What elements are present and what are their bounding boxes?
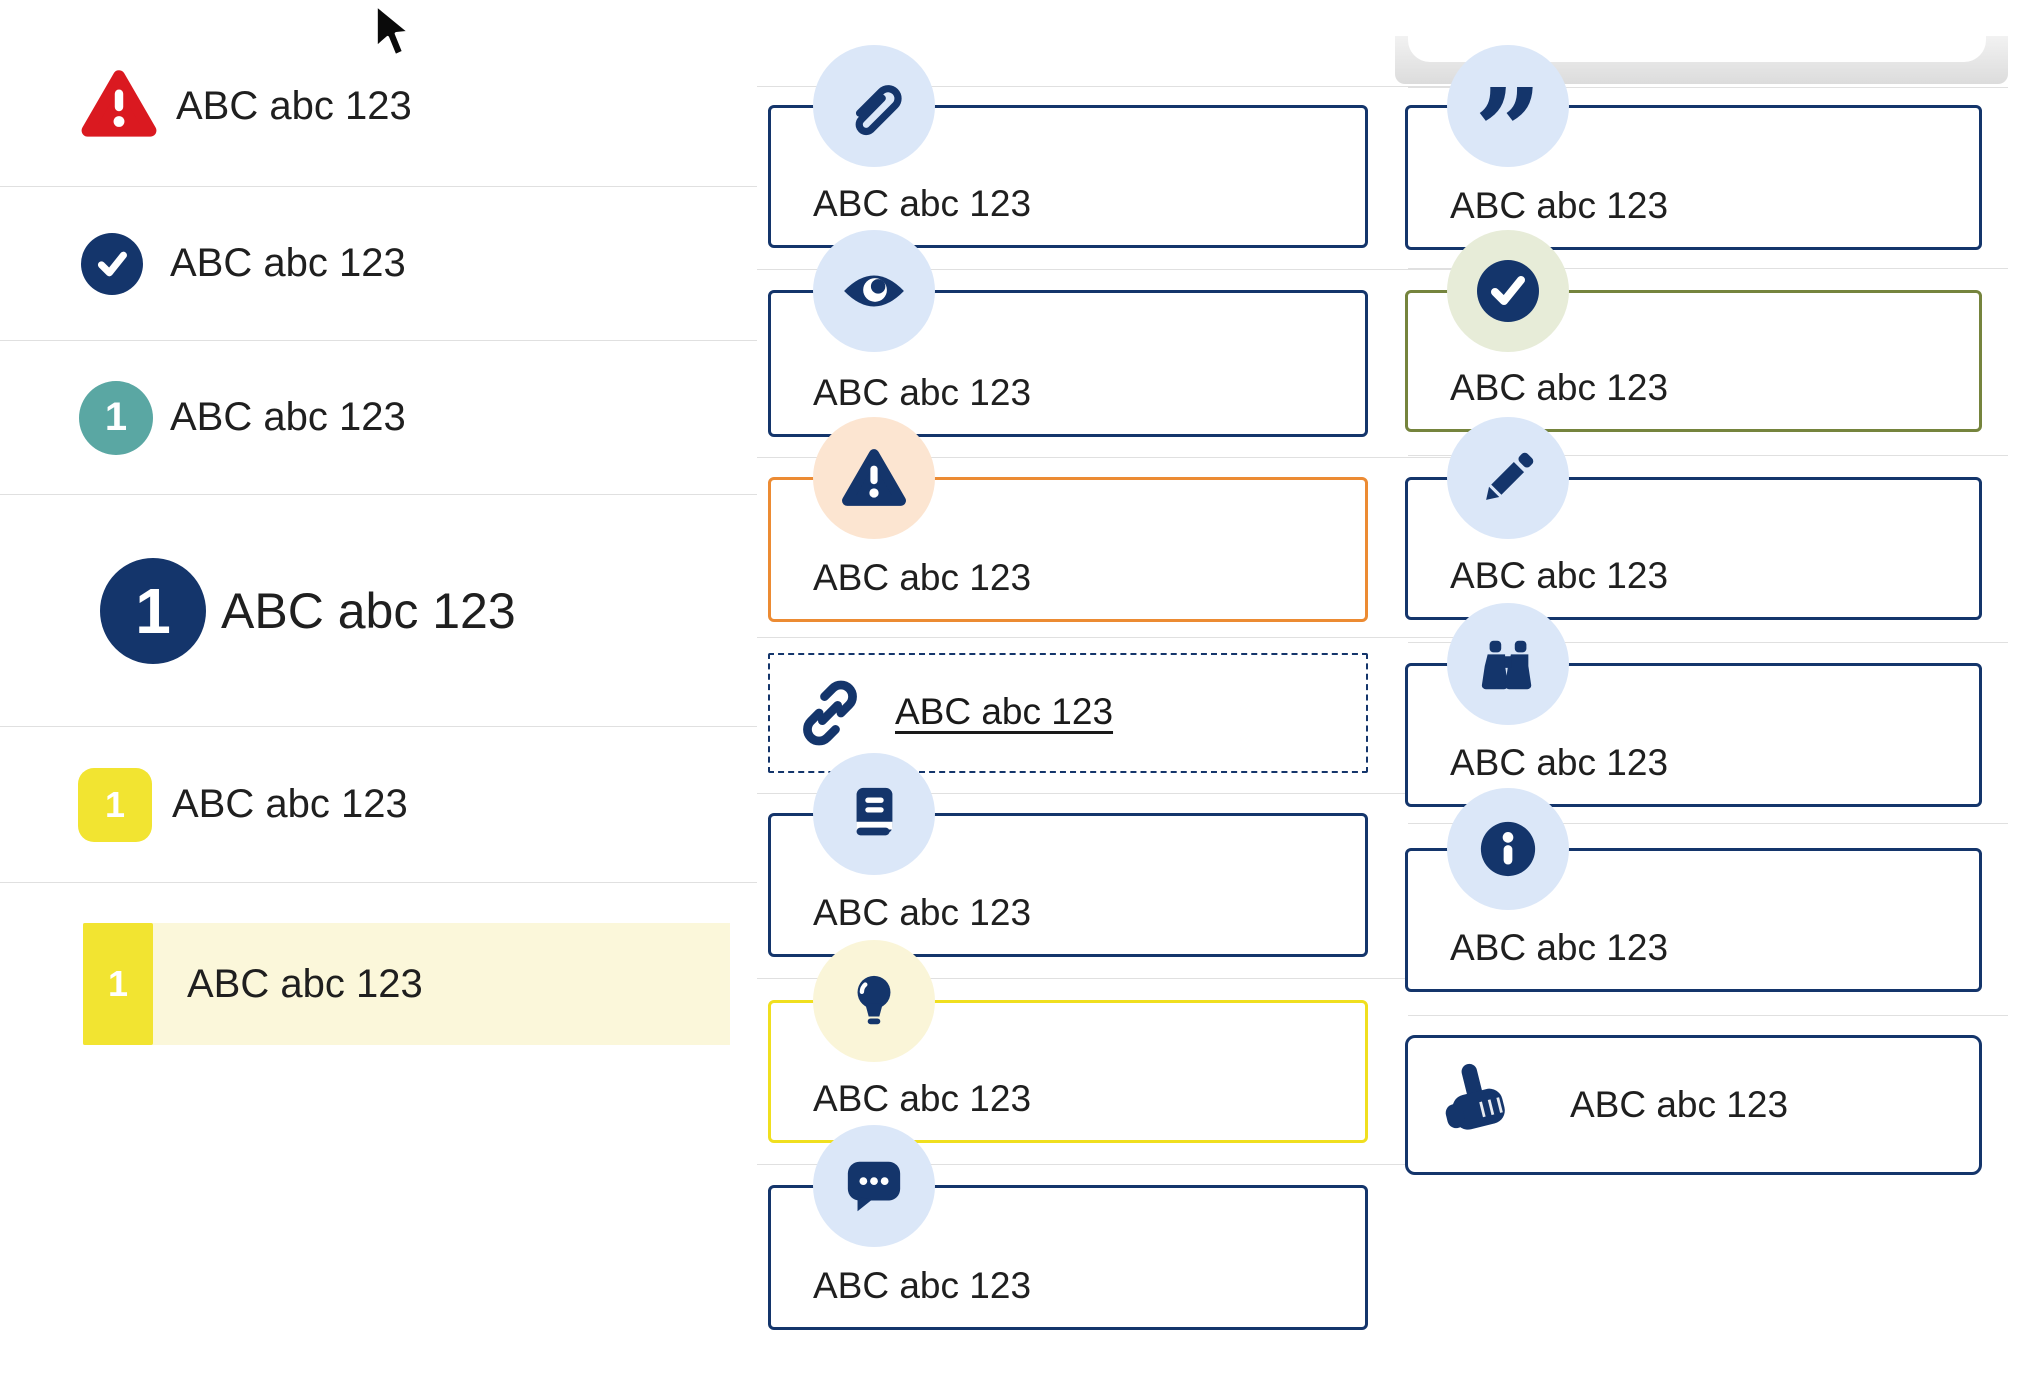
list-item-label: ABC abc 123 <box>172 782 408 826</box>
callout-label: ABC abc 123 <box>1450 927 1669 968</box>
callout-card-tip: ABC abc 123 <box>768 940 1368 1143</box>
row-divider <box>1408 455 2008 456</box>
list-item-label: ABC abc 123 <box>170 241 406 285</box>
callout-card-watch: ABC abc 123 <box>768 230 1368 437</box>
callout-card-attachment: ABC abc 123 <box>768 45 1368 248</box>
list-item-label: ABC abc 123 <box>221 582 516 639</box>
row-divider <box>1408 823 2008 824</box>
hand-pointer-icon <box>1436 1061 1516 1150</box>
callout-label: ABC abc 123 <box>1450 185 1669 226</box>
callout-label: ABC abc 123 <box>813 557 1032 598</box>
number-badge: 1 <box>83 923 153 1045</box>
number-badge: 1 <box>78 767 152 842</box>
callout-card-edit: ABC abc 123 <box>1405 417 1982 620</box>
row-divider <box>757 978 1470 979</box>
callout-card-action[interactable]: ABC abc 123 <box>1405 1035 1982 1175</box>
list-item-step-yellow-highlighted[interactable]: 1 ABC abc 123 <box>0 883 757 1095</box>
list-item-label: ABC abc 123 <box>187 961 423 1006</box>
highlighted-row-background: 1 ABC abc 123 <box>83 923 730 1045</box>
number-badge: 1 <box>100 557 206 664</box>
row-divider <box>1408 87 2008 88</box>
callout-label: ABC abc 123 <box>813 1078 1032 1119</box>
info-circle-icon <box>1447 788 1569 910</box>
callout-card-discussion: ABC abc 123 <box>768 1125 1368 1330</box>
link-icon <box>795 678 865 753</box>
callout-card-warning: ABC abc 123 <box>768 417 1368 622</box>
callout-label: ABC abc 123 <box>813 183 1032 224</box>
row-divider <box>1408 1015 2008 1016</box>
callout-card-success: ABC abc 123 <box>1405 230 1982 432</box>
paperclip-icon <box>813 45 935 167</box>
warning-triangle-icon <box>813 417 935 539</box>
callout-label: ABC abc 123 <box>813 1265 1032 1306</box>
callout-label: ABC abc 123 <box>1450 742 1669 783</box>
book-icon <box>813 753 935 875</box>
number-badge: 1 <box>79 380 153 455</box>
list-item-success: ABC abc 123 <box>0 187 757 341</box>
row-divider <box>1408 268 2008 269</box>
callout-label: ABC abc 123 <box>1570 1084 1789 1125</box>
quote-icon: ” <box>1447 45 1569 191</box>
callout-label: ABC abc 123 <box>813 372 1032 413</box>
check-circle-icon <box>1447 230 1569 352</box>
check-circle-icon <box>81 232 143 295</box>
callout-card-quote: ” ABC abc 123 <box>1405 45 1982 250</box>
row-divider <box>757 637 1470 638</box>
callout-card-reference: ABC abc 123 <box>768 753 1368 957</box>
eye-icon <box>813 230 935 352</box>
lightbulb-icon <box>813 940 935 1062</box>
list-item-label: ABC abc 123 <box>176 83 412 128</box>
mouse-cursor-icon <box>372 2 418 69</box>
list-item-step-large: 1 ABC abc 123 <box>0 495 757 727</box>
callout-label: ABC abc 123 <box>1450 555 1669 596</box>
pencil-icon <box>1447 417 1569 539</box>
row-divider <box>1408 642 2008 643</box>
row-divider <box>757 86 1470 87</box>
callout-card-info: ABC abc 123 <box>1405 788 1982 992</box>
callout-label: ABC abc 123 <box>1450 367 1669 408</box>
list-item-label: ABC abc 123 <box>170 395 406 439</box>
warning-triangle-icon <box>80 69 158 144</box>
row-divider <box>757 1164 1470 1165</box>
callout-label: ABC abc 123 <box>813 892 1032 933</box>
list-item-step-yellow: 1 ABC abc 123 <box>0 727 757 883</box>
row-divider <box>757 457 1470 458</box>
callout-card-search: ABC abc 123 <box>1405 603 1982 807</box>
row-divider <box>757 269 1470 270</box>
binoculars-icon <box>1447 603 1569 725</box>
list-item-alert: ABC abc 123 <box>0 0 757 187</box>
chat-bubble-icon <box>813 1125 935 1247</box>
callout-link-text[interactable]: ABC abc 123 <box>895 691 1114 732</box>
row-divider <box>757 793 1470 794</box>
list-item-step-teal: 1 ABC abc 123 <box>0 341 757 495</box>
